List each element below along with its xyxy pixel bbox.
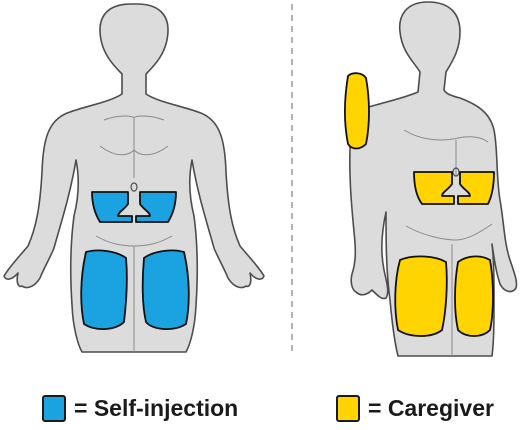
caregiver-right-thigh-zone <box>455 256 493 336</box>
legend-caregiver: = Caregiver <box>336 390 494 426</box>
caregiver-abdomen-zone-right <box>458 172 494 204</box>
caregiver-upper-arm-zone <box>345 73 369 148</box>
caregiver-abdomen-zone-left <box>414 172 454 204</box>
self-injection-swatch <box>42 395 66 422</box>
self-injection-label: = Self-injection <box>74 395 238 422</box>
legend-self-injection: = Self-injection <box>42 390 238 426</box>
caregiver-figure <box>345 2 517 356</box>
self-right-thigh-zone <box>143 250 189 329</box>
self-abdomen-zone-lower-right <box>136 192 176 222</box>
caregiver-swatch <box>336 395 360 422</box>
caregiver-left-thigh-zone <box>395 256 447 336</box>
injection-sites-figure <box>0 0 521 360</box>
self-injection-figure <box>4 4 264 352</box>
self-left-thigh-zone <box>81 250 127 329</box>
self-abdomen-zone-lower-left <box>92 192 132 222</box>
caregiver-label: = Caregiver <box>368 395 494 422</box>
